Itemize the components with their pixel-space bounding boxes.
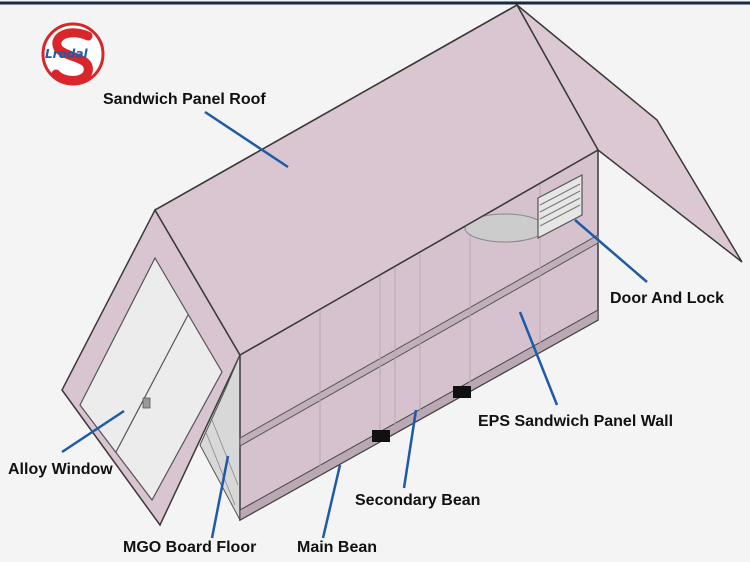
leader-door — [574, 219, 648, 283]
roof-ridge — [154, 4, 518, 211]
logo-text: Lrodal — [45, 47, 88, 61]
floor-slat — [211, 419, 239, 486]
leader-main-beam — [321, 464, 342, 539]
leader-roof — [204, 110, 289, 169]
label-main-beam: Main Bean — [297, 539, 378, 556]
label-window: Alloy Window — [8, 461, 113, 478]
leader-floor — [210, 455, 230, 539]
lrodal-logo — [41, 22, 105, 86]
label-floor: MGO Board Floor — [123, 539, 257, 556]
floor-slat — [204, 429, 236, 506]
label-door: Door And Lock — [610, 290, 725, 307]
leader-wall — [518, 311, 559, 406]
forklift-pocket — [453, 386, 471, 398]
mid-beam — [239, 234, 599, 447]
leader-secondary-beam — [402, 409, 418, 489]
door-lock-icon — [142, 397, 151, 409]
louver-vent — [537, 174, 583, 239]
label-roof: Sandwich Panel Roof — [103, 91, 266, 108]
door-split-line — [115, 314, 189, 453]
label-wall: EPS Sandwich Panel Wall — [478, 413, 674, 430]
forklift-pocket — [372, 430, 390, 442]
label-secondary-beam: Secondary Bean — [355, 492, 481, 509]
leader-window — [61, 409, 125, 454]
bottom-beam — [239, 309, 599, 521]
leader-lines — [61, 110, 648, 539]
